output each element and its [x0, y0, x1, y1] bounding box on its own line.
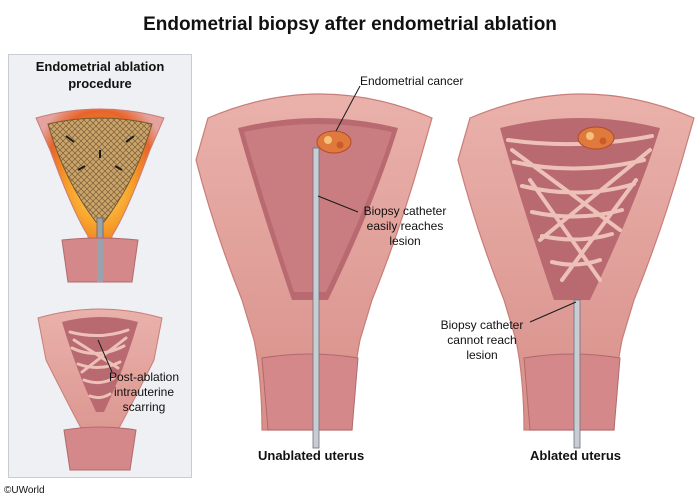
endometrial-cancer-label: Endometrial cancer — [360, 74, 464, 88]
scarring-label: Post-ablation intrauterine scarring — [98, 370, 190, 415]
copyright-notice: ©UWorld — [4, 485, 45, 496]
scarring-label-line-1: Post-ablation — [108, 370, 180, 384]
ablation-uterus-illustration — [35, 108, 165, 283]
scarring-label-line-3: scarring — [122, 400, 166, 414]
panel-title-line-1: Endometrial ablation — [35, 59, 165, 74]
catheter-reaches-label: Biopsy catheter easily reaches lesion — [350, 204, 460, 249]
catheter-blocked-label: Biopsy catheter cannot reach lesion — [430, 318, 534, 363]
biopsy-catheter — [312, 147, 320, 449]
post-ablation-uterus-illustration — [37, 308, 163, 471]
endometrial-cancer-lesion-ablated — [577, 126, 615, 150]
catheter-reaches-line-3: lesion — [389, 234, 421, 248]
catheter-blocked-line-2: cannot reach — [447, 333, 517, 347]
catheter-reaches-line-1: Biopsy catheter — [363, 204, 447, 218]
endometrial-cancer-lesion — [316, 130, 352, 154]
ablated-uterus-illustration — [457, 93, 695, 449]
biopsy-catheter-blocked — [573, 299, 581, 449]
scarring-label-line-2: intrauterine — [113, 385, 175, 399]
catheter-blocked-line-3: lesion — [466, 348, 498, 362]
unablated-uterus-illustration — [195, 85, 433, 449]
catheter-blocked-line-1: Biopsy catheter — [440, 318, 524, 332]
ablated-caption: Ablated uterus — [530, 448, 622, 463]
unablated-caption: Unablated uterus — [258, 448, 365, 463]
panel-title: Endometrial ablation procedure — [8, 58, 192, 92]
catheter-reaches-line-2: easily reaches — [366, 219, 444, 233]
panel-title-line-2: procedure — [68, 76, 132, 91]
figure-title: Endometrial biopsy after endometrial abl… — [143, 14, 557, 35]
